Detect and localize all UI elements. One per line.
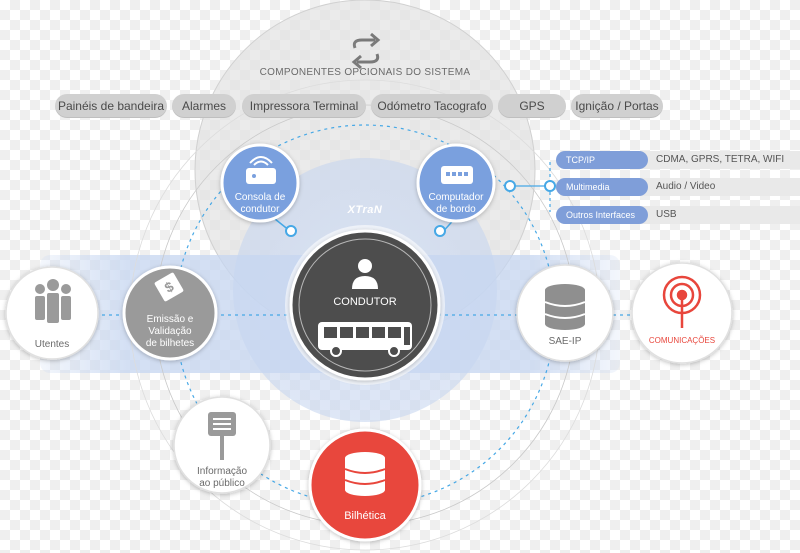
network-label: Outros Interfaces xyxy=(556,206,648,224)
computer-connector-dot xyxy=(434,225,446,237)
network-label: Multimedia xyxy=(556,178,648,196)
driver-label: CONDUTOR xyxy=(333,296,397,308)
network-value: CDMA, GPRS, TETRA, WIFI xyxy=(620,151,800,169)
tickets-label: Emissão e Validação de bilhetes xyxy=(145,314,195,349)
option-pill: Impressora Terminal xyxy=(242,94,366,118)
ticketing-label: Bilhética xyxy=(344,510,386,522)
sync-arrows-icon xyxy=(351,32,381,70)
comms-label: COMUNICAÇÕES xyxy=(648,336,716,345)
computer-label: Computador de bordo xyxy=(428,192,484,215)
brand-logo: XTraN xyxy=(347,204,383,216)
console-label: Consola de condutor xyxy=(234,192,286,215)
router-icon xyxy=(246,156,276,184)
tickets-node xyxy=(122,265,218,361)
ticket-icon: $ xyxy=(154,272,184,302)
people-icon xyxy=(35,279,71,323)
database-icon xyxy=(544,284,586,330)
antenna-icon xyxy=(662,275,702,328)
net-dot-2 xyxy=(544,180,556,192)
users-label: Utentes xyxy=(34,339,70,350)
network-value: USB xyxy=(620,206,800,224)
computer-net-dot xyxy=(504,180,516,192)
device-icon xyxy=(441,166,473,184)
sae-label: SAE-IP xyxy=(548,336,582,347)
info-label: Informação ao público xyxy=(196,466,248,489)
network-value: Audio / Video xyxy=(620,178,800,196)
option-pill: Painéis de bandeira xyxy=(55,94,167,118)
network-label: TCP/IP xyxy=(556,151,648,169)
option-pill: Alarmes xyxy=(172,94,236,118)
header-title: COMPONENTES OPCIONAIS DO SISTEMA xyxy=(259,67,471,78)
bus-icon xyxy=(318,322,412,357)
option-pill: GPS xyxy=(498,94,566,118)
option-pill: Ignição / Portas xyxy=(571,94,663,118)
info-sign-icon xyxy=(208,412,236,460)
person-icon xyxy=(352,259,378,289)
console-connector-dot xyxy=(285,225,297,237)
option-pill: Odómetro Tacografo xyxy=(371,94,493,118)
database-white-icon xyxy=(344,452,386,496)
